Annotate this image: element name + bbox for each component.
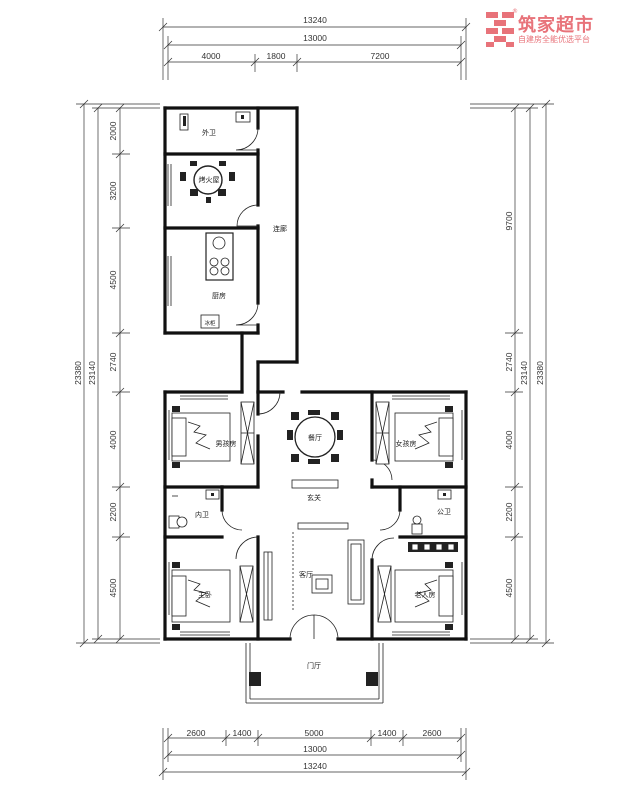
room-label-inner-bath: 内卫 — [195, 510, 209, 519]
entrance-porch — [245, 643, 384, 704]
top-dimension-lines — [158, 18, 471, 80]
room-label-master: 主卧 — [198, 590, 212, 599]
room-label-public-bath: 公卫 — [437, 508, 451, 516]
room-label-outer-bath: 外卫 — [202, 128, 216, 137]
bottom-segment-dimension: 2600 — [187, 728, 206, 738]
room-label-boys-room: 男孩房 — [216, 439, 237, 448]
right-segment-dimension: 4500 — [504, 578, 514, 597]
bottom-total-dimension: 13240 — [303, 761, 327, 771]
room-label-elder: 老人房 — [415, 590, 436, 599]
right-outer-total-dimension: 23380 — [535, 361, 545, 385]
kitchen-island — [200, 232, 234, 329]
bottom-segment-dimension: 2600 — [423, 728, 442, 738]
left-segment-dimension: 3200 — [108, 181, 118, 200]
left-inner-total-dimension: 23140 — [87, 361, 97, 385]
north-wing-doors — [235, 127, 259, 326]
north-wing-walls — [163, 106, 299, 394]
right-dimension-lines — [470, 99, 554, 648]
brand-tagline: 自建房全能优选平台 — [518, 35, 590, 44]
main-house-windows — [168, 395, 463, 636]
room-label-dining: 餐厅 — [308, 433, 322, 442]
left-outer-total-dimension: 23380 — [73, 361, 83, 385]
outer-bath-fixtures — [179, 111, 251, 131]
left-segment-dimension: 2000 — [108, 121, 118, 140]
inner-bath-fixtures — [168, 489, 220, 529]
left-segment-dimension: 4000 — [108, 430, 118, 449]
room-label-foyer: 玄关 — [307, 493, 321, 502]
top-segment-dimension: 4000 — [202, 51, 221, 61]
right-segment-dimension: 4000 — [504, 430, 514, 449]
building-blocks-logo-icon — [486, 12, 514, 47]
brand-name: 筑家超市 — [518, 15, 594, 36]
room-label-entrance-hall: 门厅 — [307, 661, 321, 670]
top-segment-dimension: 1800 — [267, 51, 286, 61]
bottom-inner-dimension: 13000 — [303, 744, 327, 754]
foyer-cabinet — [291, 479, 339, 489]
top-inner-dimension: 13000 — [303, 33, 327, 43]
right-segment-dimension: 9700 — [504, 211, 514, 230]
left-dimension-lines — [76, 99, 160, 648]
wardrobes — [239, 401, 392, 623]
beds — [171, 406, 454, 630]
fire-room-dining-set — [180, 161, 235, 203]
left-segment-dimension: 2740 — [108, 352, 118, 371]
top-total-dimension: 13240 — [303, 15, 327, 25]
room-label-living: 客厅 — [299, 570, 313, 579]
north-wing-windows — [167, 164, 172, 306]
bottom-dimension-lines — [158, 728, 471, 780]
left-segment-dimension: 4500 — [108, 270, 118, 289]
left-segment-dimension: 4500 — [108, 578, 118, 597]
dining-set — [287, 410, 343, 464]
brand-logo: ® 筑家超市 自建房全能优选平台 — [484, 8, 618, 54]
left-segment-dimension: 2200 — [108, 502, 118, 521]
bottom-segment-dimension: 1400 — [233, 728, 252, 738]
public-bath-fixtures — [408, 489, 458, 552]
main-house-doors — [221, 391, 401, 640]
room-label-fire-room: 烤火屋 — [199, 175, 220, 184]
bottom-segment-dimension: 5000 — [305, 728, 324, 738]
living-room-furniture — [263, 522, 365, 621]
room-label-girls-room: 女孩房 — [396, 439, 417, 448]
room-label-kitchen: 厨房 — [212, 291, 226, 300]
registered-mark: ® — [512, 8, 518, 15]
main-house-walls — [163, 390, 468, 641]
room-label-fridge: 冰柜 — [204, 319, 216, 327]
bottom-segment-dimension: 1400 — [378, 728, 397, 738]
right-segment-dimension: 2200 — [504, 502, 514, 521]
right-segment-dimension: 2740 — [504, 352, 514, 371]
top-segment-dimension: 7200 — [371, 51, 390, 61]
room-label-corridor: 连廊 — [273, 224, 287, 233]
right-inner-total-dimension: 23140 — [519, 361, 529, 385]
